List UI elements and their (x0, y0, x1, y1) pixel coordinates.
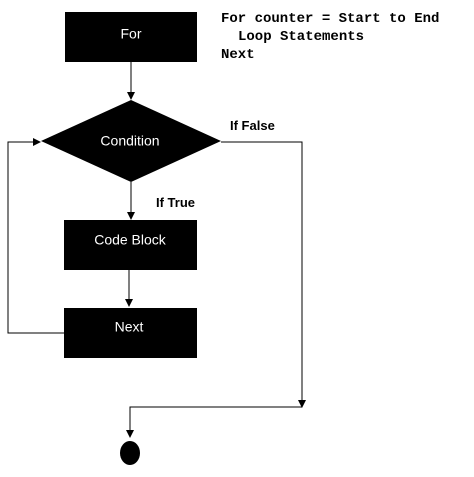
code-line-next: Next (221, 47, 255, 63)
next-node (64, 308, 197, 358)
end-node (120, 441, 140, 465)
edge-merge-to-end (126, 406, 302, 438)
if-true-label: If True (156, 195, 195, 210)
next-node-label: Next (115, 319, 144, 335)
for-node (65, 12, 197, 62)
for-node-label: For (121, 26, 142, 42)
if-false-label: If False (230, 118, 275, 133)
condition-node (41, 100, 221, 182)
code-line-loop-statements: Loop Statements (238, 29, 364, 45)
code-block-node (64, 220, 197, 270)
edge-false-path (221, 141, 306, 408)
code-line-for: For counter = Start to End (221, 11, 439, 27)
edge-loop-back (7, 138, 64, 334)
condition-node-label: Condition (100, 133, 159, 149)
code-block-node-label: Code Block (94, 232, 167, 248)
